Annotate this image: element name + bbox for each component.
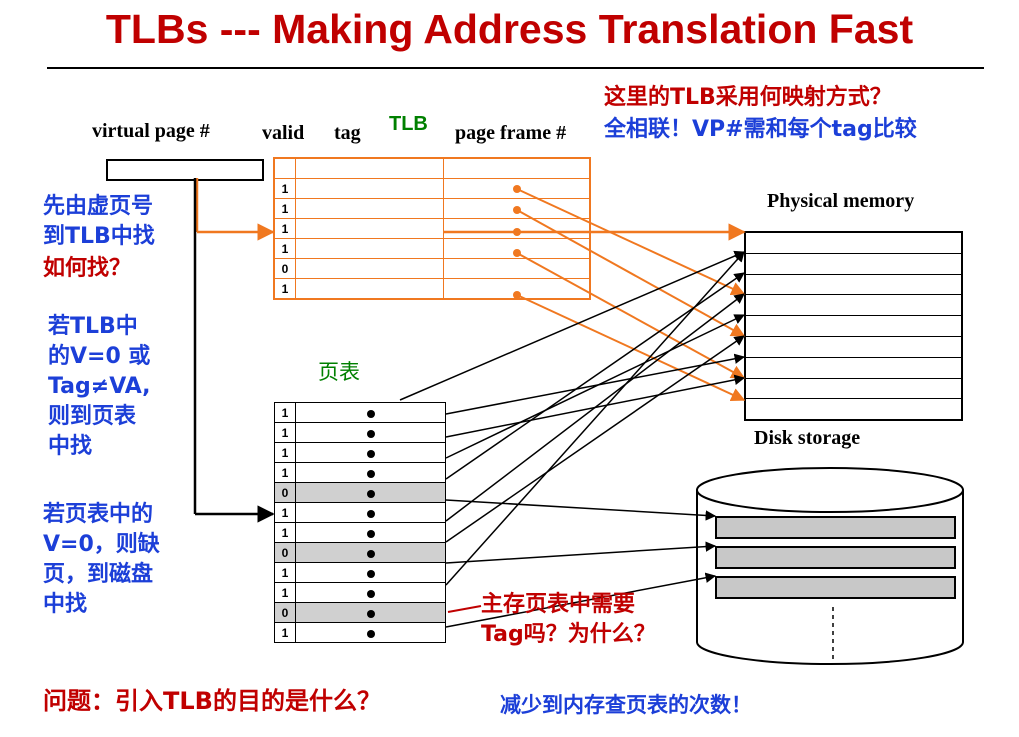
page-table-row: 1 [274, 582, 446, 603]
page-frame-header: page frame # [455, 122, 567, 144]
pointer-dot [366, 570, 375, 578]
pointer-dot [366, 450, 375, 458]
step1-note: 先由虚页号 到TLB中找 [43, 192, 155, 252]
pointer-dot [366, 410, 375, 418]
pt-tag-question: 主存页表中需要 Tag吗？为什么？ [481, 590, 656, 650]
pointer-dot [366, 490, 375, 498]
mapping-question: 这里的TLB采用何映射方式？ [604, 85, 892, 110]
disk-block [715, 516, 956, 539]
disk-block [715, 576, 956, 599]
step2-note: 若TLB中 的V=0 或 Tag≠VA, 则到页表 中找 [48, 312, 151, 462]
bottom-answer: 减少到内存查页表的次数！ [500, 693, 752, 717]
pointer-dot [366, 630, 375, 638]
tag-header: tag [334, 122, 361, 144]
step3-line: 中找 [43, 592, 88, 617]
page-table-row: 1 [274, 402, 446, 423]
page-table-row: 0 [274, 602, 446, 623]
valid-header: valid [262, 122, 305, 144]
physical-memory-label: Physical memory [767, 190, 915, 212]
page-table-row: 1 [274, 622, 446, 643]
disk-block [715, 546, 956, 569]
step1-line: 先由虚页号 [43, 194, 154, 219]
page-table-label: 页表 [318, 360, 360, 384]
mapping-answer: 全相联！VP#需和每个tag比较 [604, 117, 917, 142]
step2-line: Tag≠VA, [48, 374, 151, 399]
title-divider [47, 67, 984, 69]
pointer-dot [366, 550, 375, 558]
pt-tag-question-line: Tag吗？为什么？ [481, 622, 656, 647]
physical-memory [744, 231, 963, 422]
page-table: 1 1 1 1 0 1 1 0 1 1 0 1 [274, 402, 446, 643]
pointer-dot [366, 610, 375, 618]
pointer-dot [366, 430, 375, 438]
pointer-dot [366, 530, 375, 538]
page-table-row: 1 [274, 502, 446, 523]
tlb-row: 1 [273, 278, 591, 300]
step3-line: 页，到磁盘 [43, 562, 154, 587]
tlb-label: TLB [389, 113, 428, 135]
virtual-page-register [106, 159, 264, 181]
step2-line: 中找 [48, 434, 93, 459]
pointer-dot [366, 510, 375, 518]
step2-line: 若TLB中 [48, 314, 138, 339]
step3-line: 若页表中的 [43, 502, 154, 527]
pt-valid-bit: 0 [274, 482, 296, 503]
bottom-question: 问题：引入TLB的目的是什么？ [43, 687, 381, 715]
slide-title: TLBs --- Making Address Translation Fast [105, 6, 914, 52]
virtual-page-header: virtual page # [92, 120, 210, 142]
pointer-dot [366, 470, 375, 478]
step1-line: 到TLB中找 [43, 224, 155, 249]
step3-line: V=0，则缺 [43, 532, 160, 557]
step2-line: 则到页表 [48, 404, 137, 429]
step3-note: 若页表中的 V=0，则缺 页，到磁盘 中找 [43, 500, 160, 620]
tlb-table: 1 1 1 1 0 1 [273, 157, 591, 300]
pointer-dot [366, 590, 375, 598]
step1-question: 如何找？ [43, 256, 132, 281]
step2-line: 的V=0 或 [48, 344, 151, 369]
disk-storage-label: Disk storage [754, 427, 861, 449]
pt-tag-question-line: 主存页表中需要 [481, 592, 636, 617]
